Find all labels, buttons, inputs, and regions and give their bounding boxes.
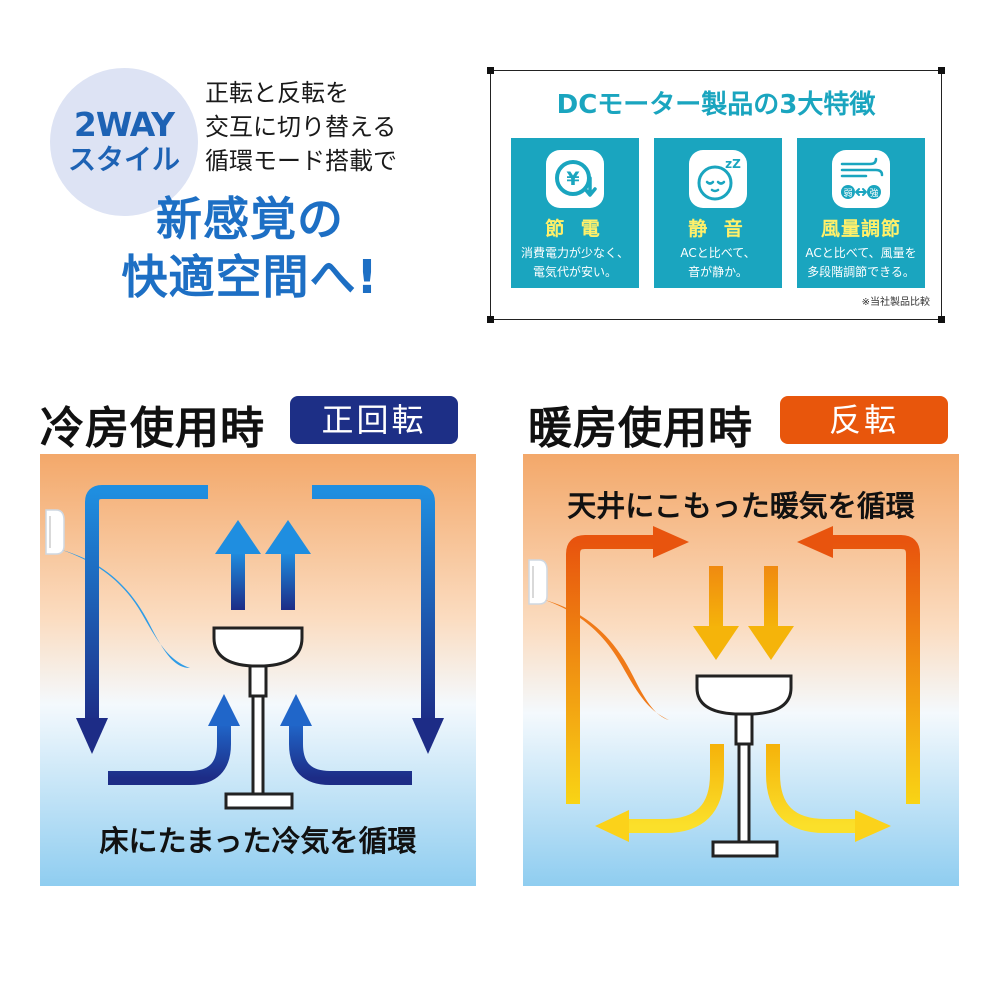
intro-line3: 循環モード搭載で	[205, 147, 397, 175]
feature-desc: ACと比べて、風量を 多段階調節できる。	[805, 246, 917, 279]
corner-mark	[938, 67, 945, 74]
slogan: 新感覚の 快適空間へ!	[50, 190, 450, 306]
wind-adjust-icon: 弱 強	[832, 150, 890, 208]
cooling-diagram	[40, 454, 476, 886]
corner-mark	[938, 316, 945, 323]
yen-down-icon: ¥	[546, 150, 604, 208]
intro-line1: 正転と反転を	[205, 79, 349, 107]
corner-mark	[487, 316, 494, 323]
forward-rotation-tag: 正回転	[290, 396, 458, 444]
circulator-fan-icon	[212, 626, 304, 810]
feature-name: 静 音	[688, 218, 748, 240]
strong-label: 強	[869, 187, 878, 199]
feature-card-power-saving: ¥ 節 電 消費電力が少なく、 電気代が安い。	[511, 138, 639, 288]
weak-label: 弱	[843, 188, 852, 199]
features-box	[490, 70, 942, 320]
intro-line2: 交互に切り替える	[205, 113, 397, 141]
feature-desc: 消費電力が少なく、 電気代が安い。	[520, 246, 629, 279]
slogan-line2: 快適空間へ!	[121, 250, 379, 304]
features-note: ※当社製品比較	[861, 297, 930, 308]
badge-line2: スタイル	[67, 143, 180, 176]
reverse-rotation-tag: 反転	[780, 396, 948, 444]
corner-mark	[487, 67, 494, 74]
airflow-wisp	[545, 600, 669, 720]
two-way-badge: 2WAY スタイル	[50, 68, 198, 216]
heating-heading: 暖房使用時	[528, 403, 753, 454]
zz-label: zZ	[725, 157, 741, 171]
feature-name: 節 電	[545, 218, 605, 240]
slogan-line1: 新感覚の	[156, 192, 344, 246]
features-title: DCモーター製品の3大特徴	[556, 90, 876, 120]
air-conditioner-icon	[45, 509, 65, 555]
heating-caption: 天井にこもった暖気を循環	[567, 489, 915, 523]
sleeping-face-icon: zZ	[689, 150, 747, 208]
svg-text:¥: ¥	[566, 168, 579, 190]
cooling-heading: 冷房使用時	[40, 403, 265, 454]
circulator-fan-icon	[695, 674, 793, 858]
feature-desc: ACと比べて、 音が静か。	[680, 246, 756, 279]
heating-diagram	[523, 454, 959, 886]
cooling-caption: 床にたまった冷気を循環	[99, 824, 417, 858]
badge-line1: 2WAY	[73, 105, 175, 144]
air-conditioner-icon	[528, 559, 548, 605]
feature-card-quiet: zZ 静 音 ACと比べて、 音が静か。	[654, 138, 782, 288]
feature-name: 風量調節	[820, 218, 901, 240]
feature-card-wind-adjust: 弱 強 風量調節 ACと比べて、風量を 多段階調節できる。	[797, 138, 925, 288]
intro-text: 正転と反転を 交互に切り替える 循環モード搭載で	[205, 76, 455, 178]
